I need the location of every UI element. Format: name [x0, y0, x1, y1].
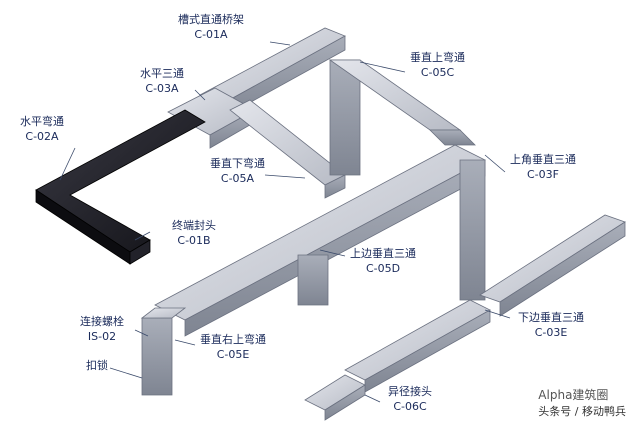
label-c02a: 水平弯通 C-02A — [20, 114, 64, 144]
label-c03f-name: 上角垂直三通 — [510, 153, 576, 166]
lower-branch-tray — [304, 299, 491, 421]
vertical-post — [297, 254, 329, 306]
label-c05e-code: C-05E — [216, 348, 250, 361]
leader-c05d — [319, 249, 346, 257]
vertical-riser — [328, 59, 476, 176]
leader-is02 — [134, 329, 149, 337]
label-c03f-code: C-03F — [527, 168, 559, 181]
label-c03e: 下边垂直三通 C-03E — [518, 310, 584, 340]
label-kousuo: 扣锁 — [86, 358, 108, 373]
label-c05d: 上边垂直三通 C-05D — [350, 246, 416, 276]
leader-c05c — [359, 61, 406, 73]
label-c05e-name: 垂直右上弯通 — [200, 333, 266, 346]
label-c05a-code: C-05A — [220, 172, 255, 185]
leader-c06c — [364, 394, 381, 403]
label-c03a: 水平三通 C-03A — [140, 66, 184, 96]
label-c02a-name: 水平弯通 — [20, 115, 64, 128]
leader-c05a — [264, 174, 306, 179]
label-c03a-name: 水平三通 — [140, 67, 184, 80]
label-kousuo-name: 扣锁 — [86, 359, 108, 372]
label-c05c: 垂直上弯通 C-05C — [410, 50, 465, 80]
label-c03e-code: C-03E — [534, 326, 568, 339]
label-c03f: 上角垂直三通 C-03F — [510, 152, 576, 182]
label-c01b-code: C-01B — [177, 234, 211, 247]
label-c05c-name: 垂直上弯通 — [410, 51, 465, 64]
watermark-line2: 头条号 / 移动鸭兵 — [538, 405, 626, 418]
leader-lines — [59, 41, 511, 403]
label-c01b: 终端封头 C-01B — [172, 218, 216, 248]
label-c05c-code: C-05C — [420, 66, 455, 79]
label-c05d-code: C-05D — [365, 262, 401, 275]
label-c01a-code: C-01A — [194, 28, 228, 41]
label-c05a-name: 垂直下弯通 — [210, 157, 265, 170]
leader-kousuo — [109, 367, 143, 379]
horizontal-elbow — [35, 109, 206, 265]
right-riser — [459, 159, 486, 301]
lower-right-tray — [479, 214, 626, 317]
leader-c02a — [59, 147, 76, 181]
leader-c01a — [269, 41, 291, 46]
leader-c03e — [484, 309, 511, 319]
leader-c03a — [194, 89, 206, 101]
label-c01b-name: 终端封头 — [172, 219, 216, 232]
label-is02: 连接螺栓 IS-02 — [80, 314, 124, 344]
leader-c03f — [484, 154, 506, 173]
label-c06c-name: 异径接头 — [388, 385, 432, 398]
label-c01a-name: 槽式直通桥架 — [178, 13, 244, 26]
label-c05d-name: 上边垂直三通 — [350, 247, 416, 260]
label-c01a: 槽式直通桥架 C-01A — [178, 12, 244, 42]
leader-c01b — [134, 231, 151, 241]
label-c06c-code: C-06C — [393, 400, 427, 413]
label-c02a-code: C-02A — [25, 130, 59, 143]
label-c06c: 异径接头 C-06C — [388, 384, 432, 414]
leader-c05e — [174, 339, 196, 346]
label-c03e-name: 下边垂直三通 — [518, 311, 584, 324]
label-c03a-code: C-03A — [145, 82, 179, 95]
label-is02-name: 连接螺栓 — [80, 315, 124, 328]
label-c05e: 垂直右上弯通 C-05E — [200, 332, 266, 362]
watermark-line1: Alpha建筑圈 — [538, 388, 609, 402]
label-is02-code: IS-02 — [87, 330, 117, 343]
left-vertical-elbow — [140, 307, 187, 396]
watermark: Alpha建筑圈 头条号 / 移动鸭兵 — [538, 386, 626, 419]
label-c05a: 垂直下弯通 C-05A — [210, 156, 265, 186]
